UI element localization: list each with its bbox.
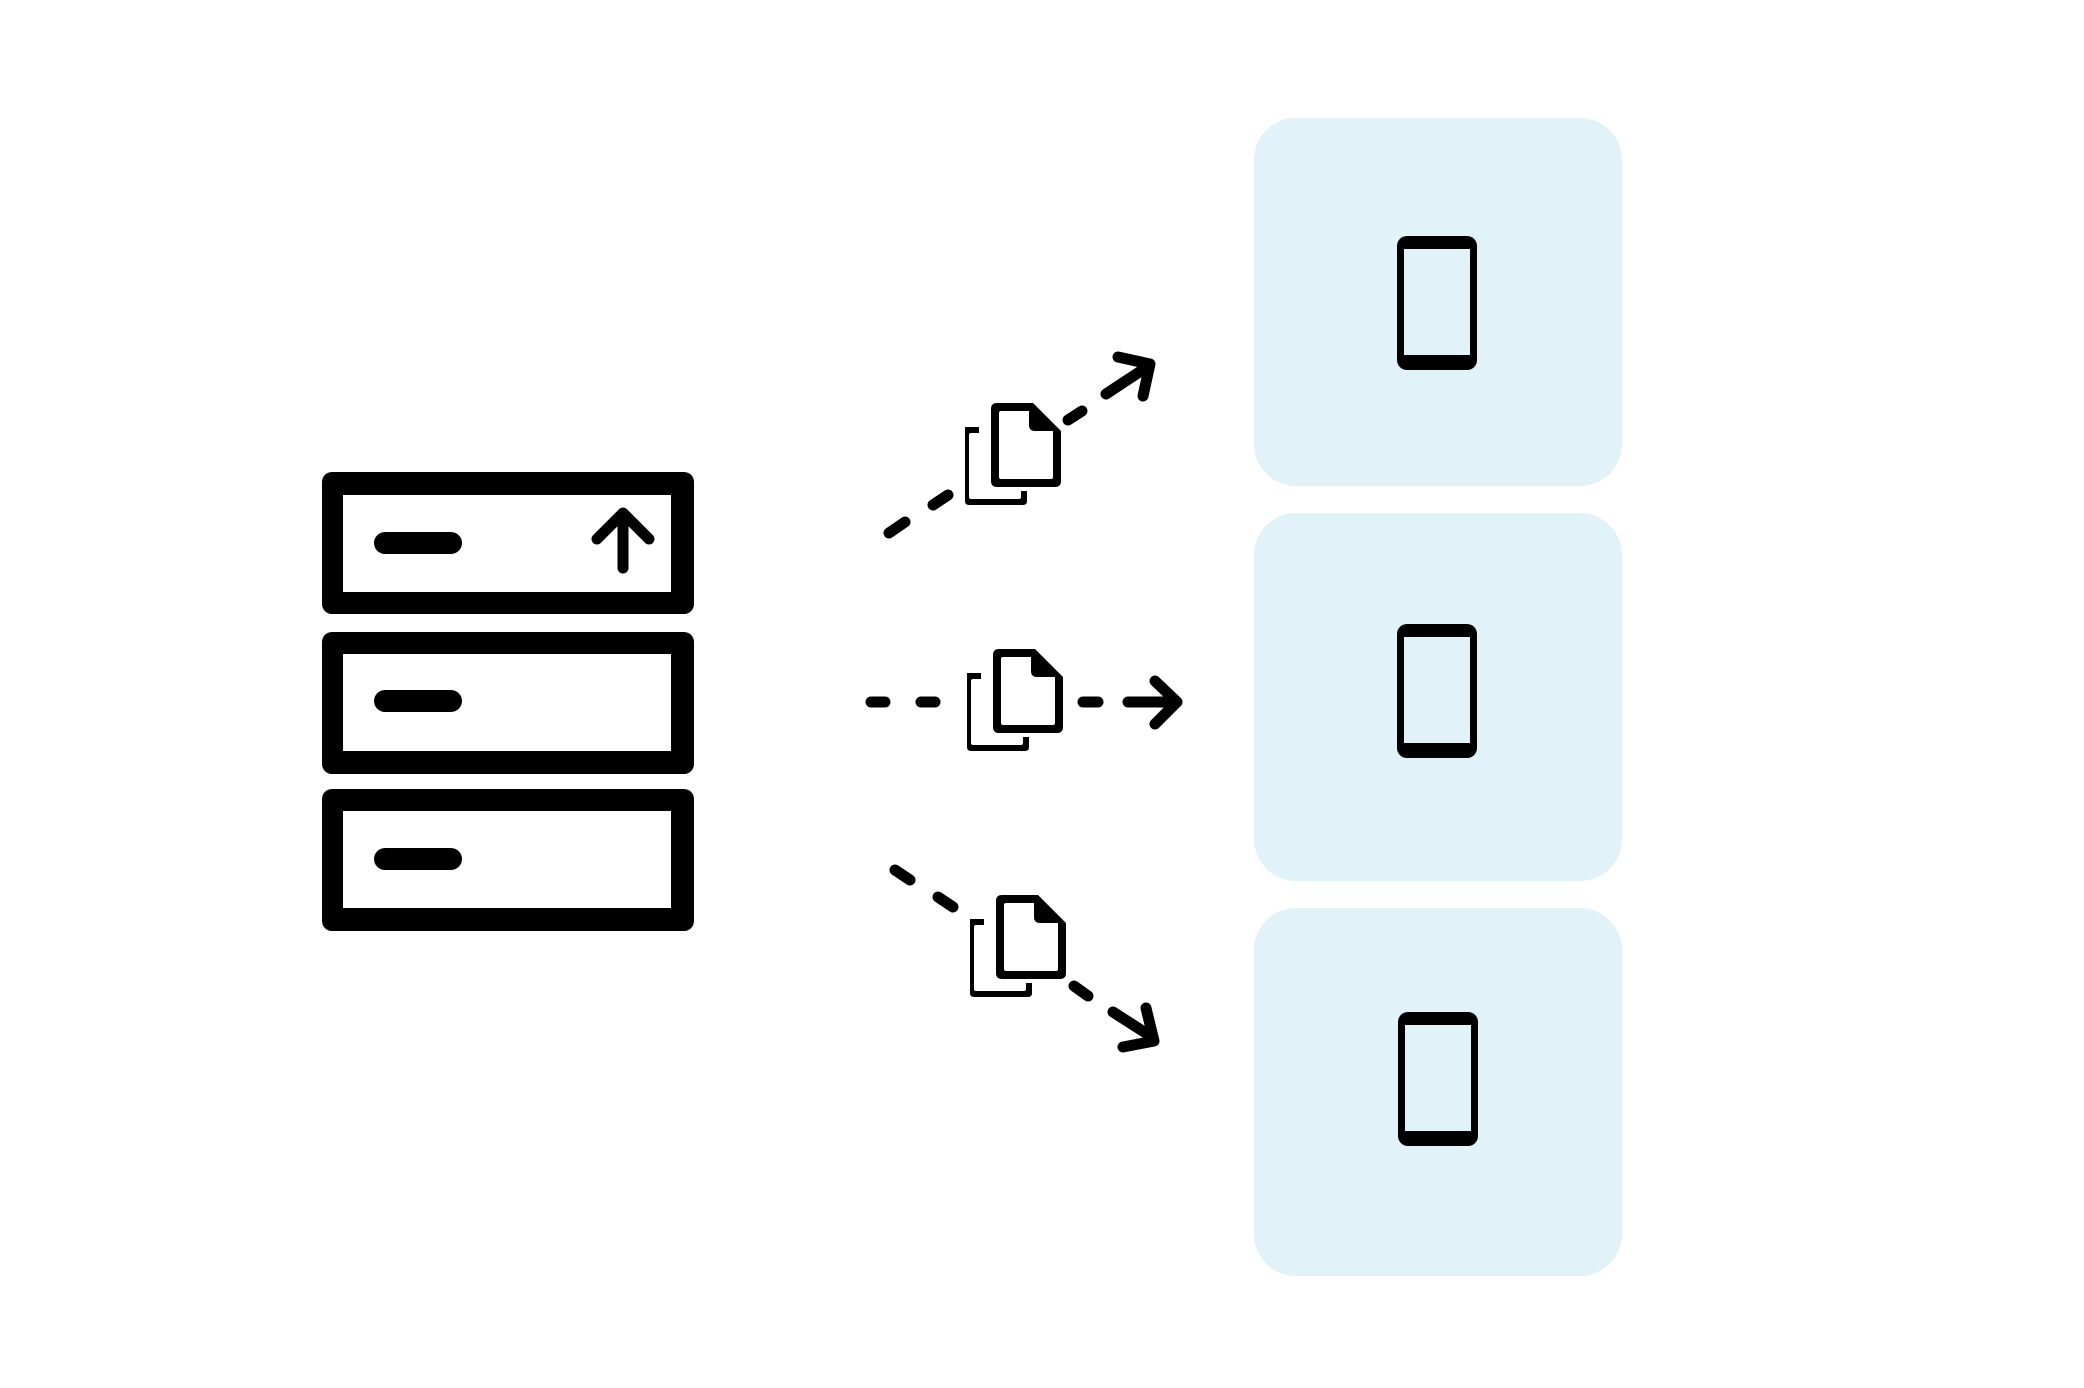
- dashed-arrow-down-right: [889, 864, 1160, 1053]
- dashed-arrow-up-right: [883, 351, 1156, 539]
- device-card-2: [1254, 513, 1622, 881]
- server-unit-3: [322, 789, 694, 931]
- transfer-to-device-2: [865, 649, 1183, 751]
- server-rack-icon: [322, 472, 694, 931]
- server-unit-1-led: [374, 532, 462, 554]
- server-unit-1: [322, 472, 694, 614]
- transfer-to-device-3: [889, 864, 1160, 1053]
- dashed-arrow-right: [865, 675, 1183, 730]
- mobile-device-icon: [1398, 1012, 1478, 1146]
- server-unit-2-led: [374, 690, 462, 712]
- mobile-device-icon: [1397, 236, 1477, 370]
- copy-files-icon: [970, 895, 1066, 997]
- transfer-to-device-1: [883, 351, 1156, 539]
- server-unit-2: [322, 632, 694, 774]
- mobile-device-icon: [1397, 624, 1477, 758]
- copy-files-icon: [965, 403, 1061, 505]
- upload-arrow-icon: [591, 507, 655, 574]
- device-card-3: [1254, 908, 1622, 1276]
- server-unit-3-led: [374, 848, 462, 870]
- copy-files-icon: [967, 649, 1063, 751]
- device-card-1: [1254, 118, 1622, 486]
